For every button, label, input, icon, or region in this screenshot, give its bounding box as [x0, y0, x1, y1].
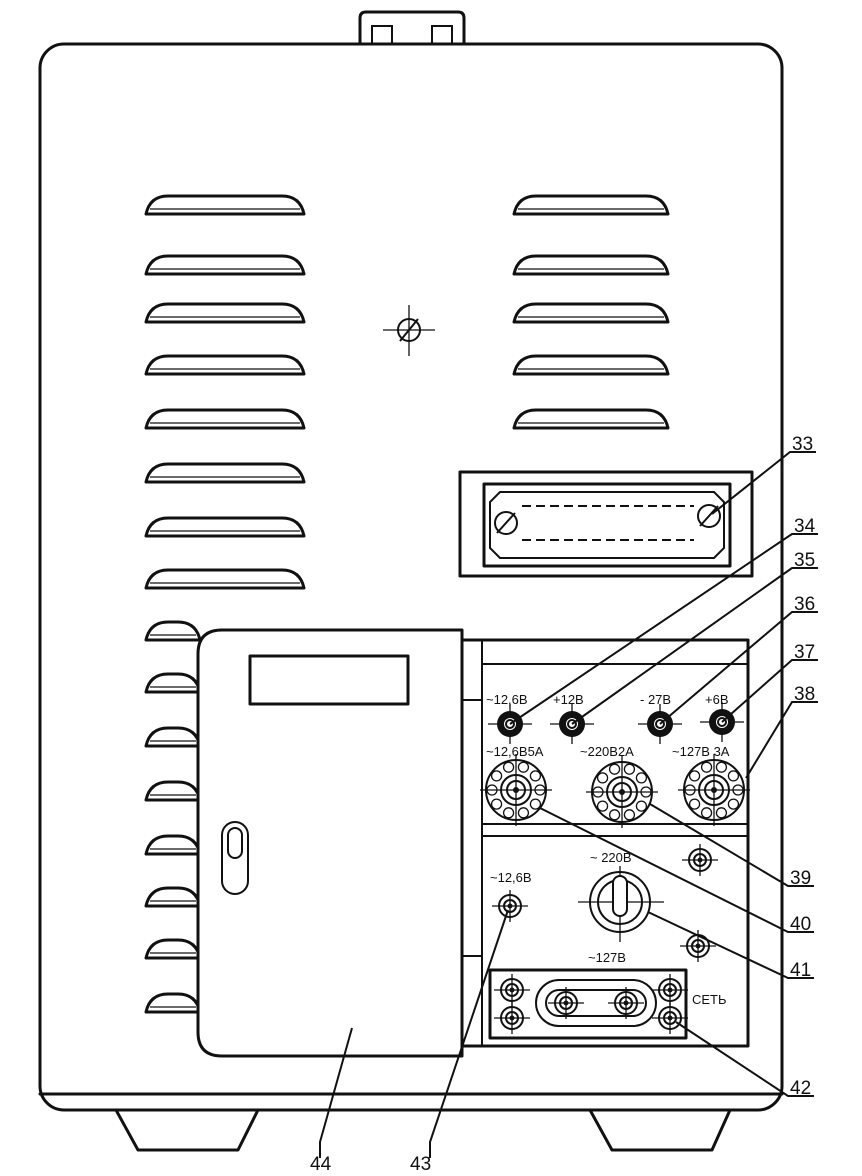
housing	[38, 42, 784, 1112]
fuse-holders	[480, 754, 750, 828]
right-foot	[588, 1108, 732, 1152]
louver-left-6	[144, 462, 306, 484]
fuse-holder-icon[interactable]	[678, 754, 750, 826]
callout-33: 33	[792, 434, 813, 455]
label-switch-127v: ~127В	[588, 950, 626, 965]
callout-37: 37	[794, 642, 815, 663]
top-handle	[358, 10, 466, 46]
louver-left-7	[144, 516, 306, 538]
leader-lines	[319, 451, 818, 1158]
callout-40: 40	[790, 914, 811, 935]
voltage-selector-switch[interactable]	[578, 866, 664, 942]
louver-left-1	[144, 194, 306, 216]
left-foot	[114, 1108, 260, 1152]
louver-left-8	[144, 568, 306, 590]
cover-door[interactable]	[196, 628, 464, 1058]
panel-text: ~12,6В +12В - 27В +6В ~12,6В5А ~220В2А ~…	[486, 692, 730, 1007]
callout-42: 42	[790, 1078, 811, 1099]
panel-screw-icon	[494, 1002, 530, 1034]
label-fuse-220v-2a: ~220В2А	[580, 744, 634, 759]
louver-left-3	[144, 302, 306, 324]
callout-38: 38	[794, 684, 815, 705]
center-screw-icon	[383, 305, 435, 356]
louver-left-12	[144, 780, 202, 802]
ventilation-louvers	[144, 194, 670, 1014]
louver-left-2	[144, 254, 306, 276]
label-out-minus27v: - 27В	[640, 692, 671, 707]
callouts: 33 34 35 36 37 38 39 40 41 42 43 44	[310, 434, 816, 1175]
label-out-12-6v: ~12,6В	[486, 692, 528, 707]
panel-screw-icon	[494, 974, 530, 1006]
louver-left-15	[144, 938, 202, 960]
panel-screw-icon	[608, 987, 644, 1019]
callout-39: 39	[790, 868, 811, 889]
louver-left-10	[144, 672, 202, 694]
louver-left-11	[144, 726, 202, 748]
panel-screw-icon	[652, 1002, 688, 1034]
mains-connector[interactable]	[535, 979, 657, 1027]
panel-screw-icon	[652, 974, 688, 1006]
label-fuse-127v-3a: ~127В 3А	[672, 744, 730, 759]
panel-screws	[492, 844, 718, 1034]
louver-left-14	[144, 886, 202, 908]
callout-34: 34	[794, 516, 816, 537]
louver-right-4	[512, 354, 670, 376]
door-latch-slot[interactable]	[221, 821, 249, 895]
fuse-holder-icon[interactable]	[480, 754, 552, 826]
callout-44: 44	[310, 1154, 332, 1175]
name-plate	[458, 470, 754, 578]
louver-left-13	[144, 834, 202, 856]
louver-right-1	[512, 194, 670, 216]
label-out-plus12v: +12В	[553, 692, 584, 707]
louver-right-5	[512, 408, 670, 430]
callout-36: 36	[794, 594, 815, 615]
label-out-plus6v: +6В	[705, 692, 729, 707]
fuse-holder-icon[interactable]	[586, 756, 658, 828]
label-mains: СЕТЬ	[692, 992, 727, 1007]
label-switch-220v: ~ 220В	[590, 850, 632, 865]
callout-43: 43	[410, 1154, 431, 1175]
louver-left-4	[144, 354, 306, 376]
label-lower-12-6v: ~12,6В	[490, 870, 532, 885]
louver-right-3	[512, 302, 670, 324]
output-sockets	[488, 702, 744, 744]
panel-screw-icon	[548, 987, 584, 1019]
label-fuse-12-6v-5a: ~12,6В5А	[486, 744, 544, 759]
louver-right-2	[512, 254, 670, 276]
louver-left-9	[144, 620, 202, 642]
louver-left-16	[144, 992, 202, 1014]
callout-35: 35	[794, 550, 815, 571]
callout-41: 41	[790, 960, 811, 981]
louver-left-5	[144, 408, 306, 430]
panel-screw-icon	[492, 890, 528, 922]
panel-screw-icon	[682, 844, 718, 876]
